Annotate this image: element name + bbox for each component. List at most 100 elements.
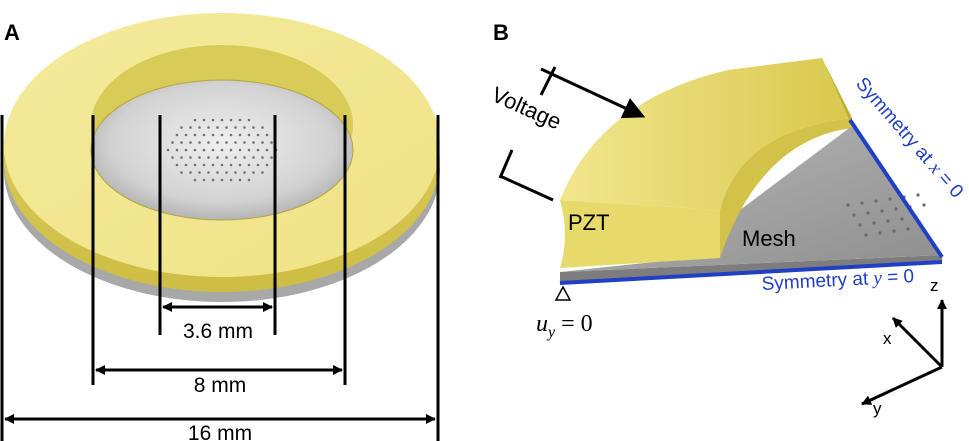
mesh-hole	[189, 126, 192, 129]
mesh-hole	[265, 148, 269, 152]
mesh-hole	[207, 156, 210, 159]
dimension-arrows	[4, 302, 436, 424]
mesh-hole	[252, 171, 255, 174]
pzt-top-surface	[560, 58, 852, 210]
y-axis-arrow	[861, 365, 943, 406]
voltage-arrow	[540, 67, 646, 119]
mesh-hole	[180, 141, 183, 144]
symmetry-line-y	[559, 260, 943, 285]
mesh-hole	[265, 133, 269, 137]
mesh-hole	[238, 118, 242, 122]
mesh-plate-hole	[892, 229, 896, 233]
mesh-hole	[261, 126, 264, 129]
mesh-hole	[270, 141, 273, 144]
mesh-hole	[193, 163, 197, 167]
mesh-hole	[211, 133, 215, 137]
mesh-hole	[243, 141, 246, 144]
mesh-hole	[220, 163, 224, 167]
mesh-hole	[216, 171, 219, 174]
symmetry-line-x	[848, 118, 944, 259]
mesh-hole	[225, 141, 228, 144]
quarter-model	[560, 58, 942, 282]
mesh-hole	[216, 141, 219, 144]
piezo-ring-disc	[4, 13, 440, 302]
z-axis-label: z	[930, 276, 939, 295]
mesh-plate-hole	[864, 233, 868, 237]
mesh-hole	[207, 171, 210, 174]
mesh-holes	[166, 118, 278, 182]
mesh-hole	[229, 148, 233, 152]
mesh-hole	[234, 126, 237, 129]
mesh-hole	[261, 171, 264, 174]
mesh-hole	[247, 148, 251, 152]
dim-outer-label: 16 mm	[188, 422, 252, 441]
mesh-hole	[198, 126, 201, 129]
mesh-hole	[193, 148, 197, 152]
mesh-hole	[211, 178, 215, 182]
mesh-hole	[202, 133, 206, 137]
mesh-hole	[270, 156, 273, 159]
mesh-plate-top	[560, 126, 942, 272]
voltage-label: Voltage	[488, 82, 565, 135]
mesh-hole	[216, 126, 219, 129]
mesh-hole	[189, 156, 192, 159]
mesh-hole	[243, 126, 246, 129]
mesh-hole	[180, 171, 183, 174]
mesh-hole	[211, 118, 215, 122]
dimension-guides	[0, 115, 440, 441]
x-axis-label: x	[883, 329, 892, 348]
mesh-plate-hole	[922, 203, 926, 207]
mesh-hole	[184, 148, 188, 152]
mesh-plate-hole	[880, 209, 884, 213]
mesh-hole	[189, 141, 192, 144]
pzt-label: PZT	[568, 210, 610, 235]
mesh-plate-hole	[852, 213, 856, 217]
mesh-hole	[189, 171, 192, 174]
symmetry-y-label: Symmetry at y = 0	[761, 266, 914, 295]
mesh-hole	[207, 141, 210, 144]
mesh-hole	[247, 178, 251, 182]
mesh-hole	[256, 163, 260, 167]
mesh-hole	[238, 178, 242, 182]
support-triangle-icon	[554, 285, 572, 301]
mesh-hole	[175, 148, 179, 152]
mesh-hole	[256, 148, 260, 152]
mesh-hole	[256, 133, 260, 137]
voltage-connector	[498, 66, 646, 202]
mesh-plate-hole	[878, 231, 882, 235]
mesh-hole	[247, 118, 251, 122]
mesh-hole	[193, 133, 197, 137]
mesh-hole	[171, 156, 174, 159]
mesh-hole	[234, 156, 237, 159]
mesh-hole	[198, 171, 201, 174]
boundary-condition-label: uy = 0	[536, 311, 593, 341]
mesh-hole	[202, 118, 206, 122]
voltage-bracket-top	[539, 66, 557, 96]
mesh-hole	[261, 141, 264, 144]
dim-middle-label: 8 mm	[194, 374, 247, 397]
mesh-hole	[229, 178, 233, 182]
mesh-hole	[184, 133, 188, 137]
mesh-hole	[220, 118, 224, 122]
mesh-hole	[202, 148, 206, 152]
mesh-hole	[202, 178, 206, 182]
mesh-hole	[238, 133, 242, 137]
mesh-hole	[229, 118, 233, 122]
mesh-hole	[216, 156, 219, 159]
mesh-plate-hole	[900, 217, 904, 221]
mesh-plate-hole	[872, 221, 876, 225]
mesh-hole	[247, 133, 251, 137]
mesh-hole	[225, 156, 228, 159]
mesh-hole	[175, 133, 179, 137]
voltage-bracket-bottom	[498, 149, 514, 179]
mesh-hole	[243, 171, 246, 174]
mesh-hole	[193, 118, 197, 122]
panel-b-label: B	[493, 20, 509, 45]
mesh-hole	[171, 141, 174, 144]
mesh-plate-hole	[874, 199, 878, 203]
panel-a-label: A	[4, 20, 20, 45]
mesh-plate-edge	[560, 255, 942, 282]
mesh-hole	[198, 141, 201, 144]
mesh-hole	[220, 133, 224, 137]
